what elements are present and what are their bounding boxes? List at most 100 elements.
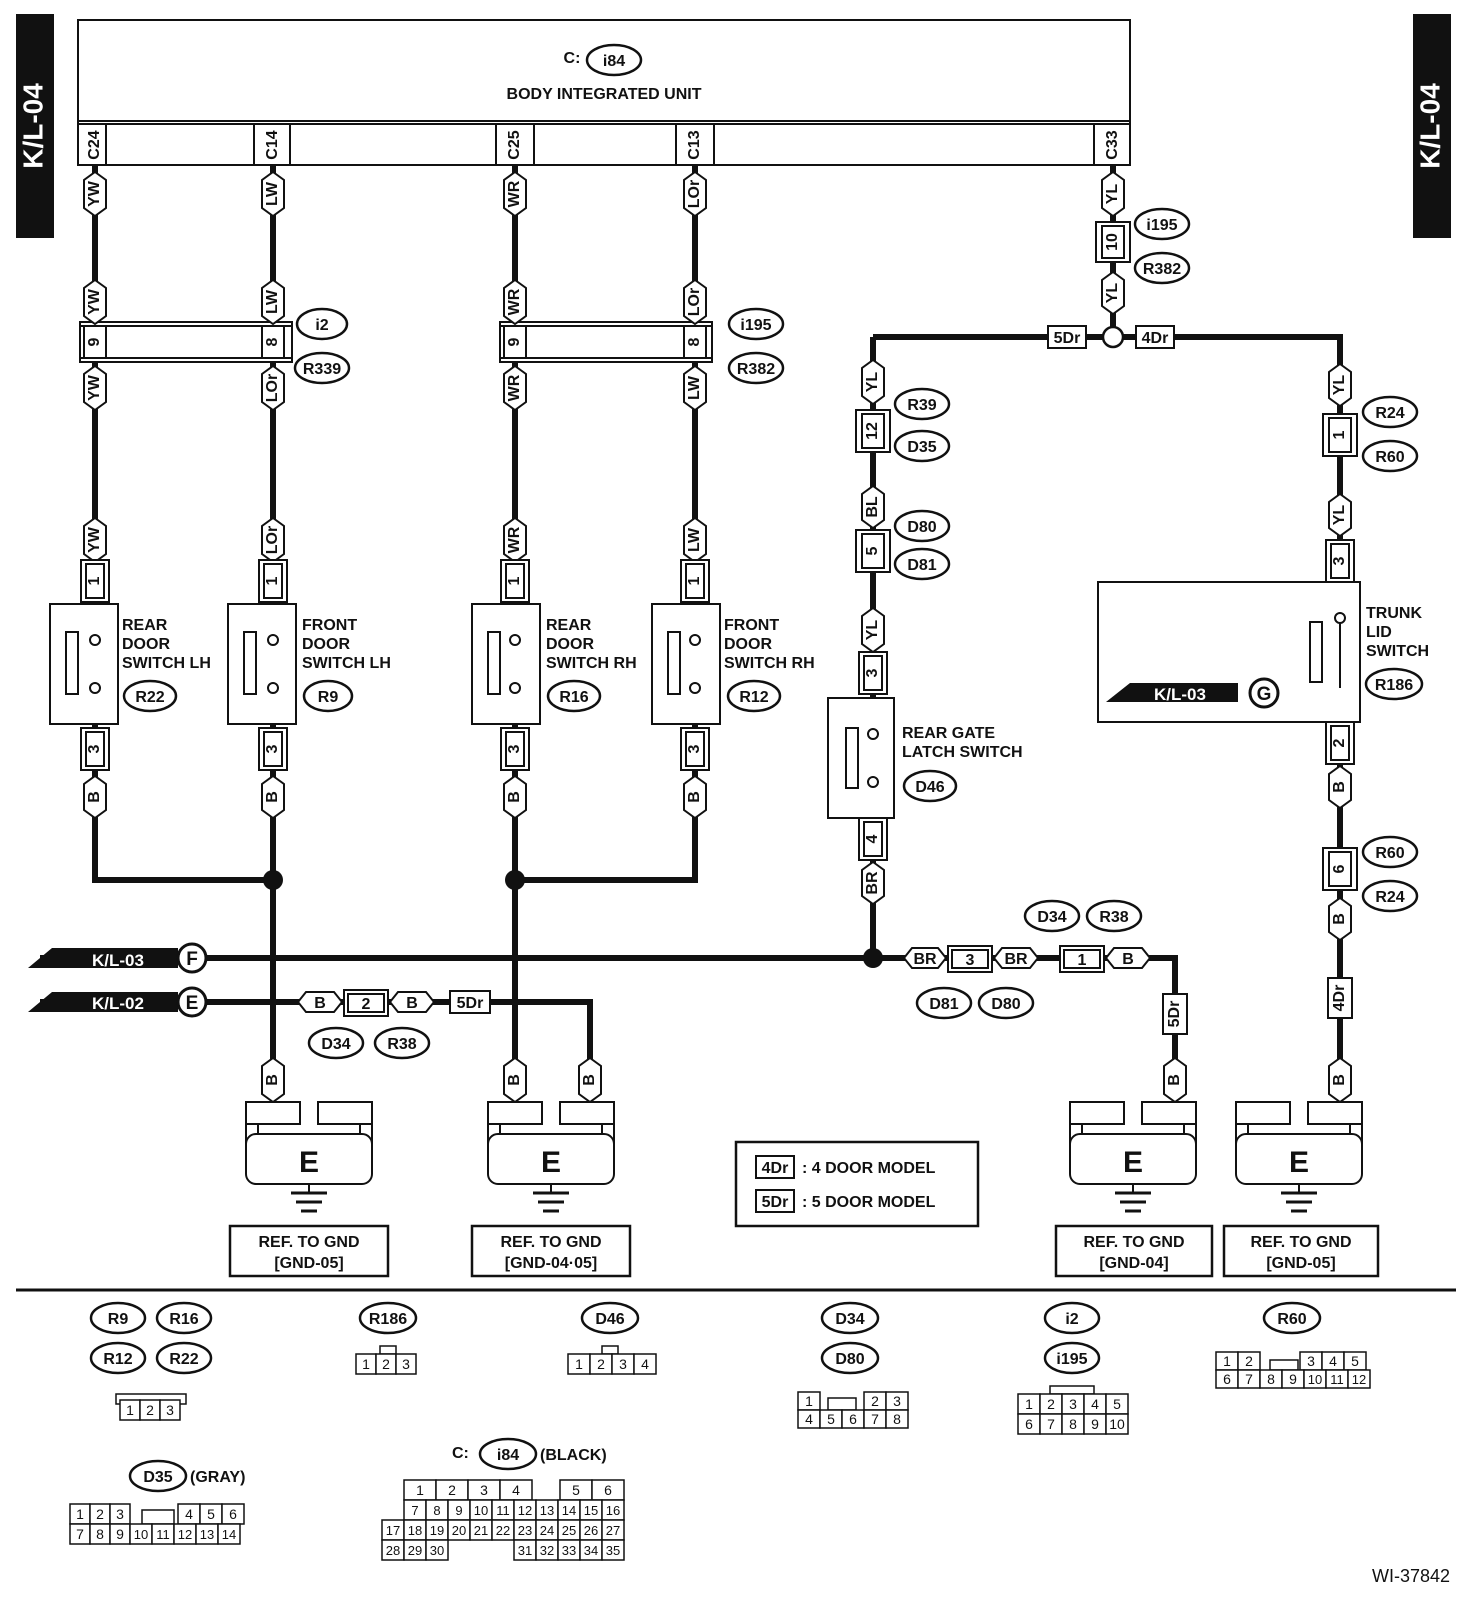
pin-number: 24 (540, 1523, 554, 1538)
connector-id: D34 (835, 1311, 864, 1328)
pin-number: 3 (402, 1356, 410, 1372)
wire-tag: YL (861, 606, 885, 654)
wire-tag: WR (503, 364, 527, 412)
pin-number: 3 (166, 1402, 174, 1418)
pin-number: 10 (474, 1503, 488, 1518)
ground-label: E (1123, 1146, 1143, 1179)
pin-number: 12 (518, 1503, 532, 1518)
wire-label: YL (1331, 505, 1348, 526)
pin-box: 3 (80, 727, 110, 771)
pin-cell (1347, 1369, 1371, 1389)
connector-id: R39 (907, 397, 936, 414)
ref-circle-f: F (186, 949, 198, 970)
side-tag-right-text: K/L-04 (1414, 83, 1445, 169)
unit-connector-id: i84 (603, 53, 625, 70)
wire-tag: B (1163, 1056, 1187, 1104)
ground-4: E REF. TO GND [GND-05] (1222, 1101, 1380, 1278)
pin-number: 3 (480, 1482, 488, 1498)
connector-id: R9 (318, 689, 339, 706)
ground-label: E (1289, 1146, 1309, 1179)
wire-label: B (506, 1074, 523, 1086)
pin-box: 2 (1325, 721, 1355, 765)
wire-label: YW (86, 526, 103, 553)
wire-label: B (686, 791, 703, 803)
inline-connector-d81-d80: 3 D81 D80 (915, 945, 1035, 1020)
switch-front-door-lh: FRONT DOOR SWITCH LH R9 (227, 603, 391, 725)
pin-label: 2 (362, 996, 371, 1013)
pin-label: 3 (506, 744, 523, 753)
pin-number: 1 (416, 1482, 424, 1498)
pin-number: 28 (386, 1543, 400, 1558)
pin-number: 10 (134, 1527, 148, 1542)
pin-number: 5 (827, 1411, 835, 1427)
connector-id: R60 (1277, 1311, 1306, 1328)
wire-label: WR (506, 288, 523, 315)
connector-id: R60 (1375, 449, 1404, 466)
switch-label: DOOR (122, 636, 170, 653)
pin-label: 1 (86, 576, 103, 585)
pin-number: 8 (96, 1526, 104, 1542)
wire-tag: B (1104, 947, 1152, 969)
wire-label: LW (264, 181, 281, 206)
pin-number: 7 (871, 1411, 879, 1427)
side-tag-left: K/L-04 (16, 14, 54, 238)
pin-label: 1 (686, 576, 703, 585)
connector-id: D80 (991, 996, 1020, 1013)
wire-tag: BL (861, 484, 885, 530)
wire-tag: LW (683, 364, 707, 412)
inline-connector-d34-r38-a: 1 D34 R38 (1023, 899, 1143, 973)
connector-id: i2 (1065, 1311, 1078, 1328)
wire-tag: B (83, 774, 107, 820)
wire-label: B (264, 1074, 281, 1086)
wire-label: YW (86, 180, 103, 207)
wire-tag: 5Dr (449, 990, 491, 1014)
inline-connector-r39-d35: 12 R39 D35 (855, 387, 951, 463)
connector-id: R22 (135, 689, 164, 706)
pin-number: 9 (455, 1503, 462, 1518)
wire-tag: YL (1101, 270, 1125, 316)
pin-box: 3 (500, 727, 530, 771)
legend-text: : 4 DOOR MODEL (802, 1160, 936, 1177)
pin-number: 9 (1289, 1371, 1297, 1387)
pin-number: 13 (540, 1503, 554, 1518)
junction-connector-i195-a: 9 8 i195 R382 (499, 307, 785, 385)
wire-label: BR (913, 951, 937, 968)
wire-tag: B (261, 1056, 285, 1104)
pin-label: 3 (966, 952, 975, 969)
connector-id: R186 (369, 1311, 407, 1328)
ground-ref-text: [GND-04] (1099, 1255, 1168, 1272)
pin-cell (379, 1345, 397, 1355)
connector-id: D46 (915, 779, 944, 796)
connector-id: R382 (1143, 261, 1181, 278)
connector-id: R339 (303, 361, 341, 378)
connector-prefix: C: (452, 1445, 469, 1462)
pin-number: 2 (96, 1506, 104, 1522)
side-tag-right: K/L-04 (1413, 14, 1451, 238)
wire-tag: LOr (683, 278, 707, 326)
connector-id: i195 (1146, 217, 1177, 234)
wire-tag: 5Dr (1162, 993, 1188, 1035)
pin-number: 6 (229, 1506, 237, 1522)
connector-id: D34 (1037, 909, 1066, 926)
ground-ref-text: REF. TO GND (258, 1234, 359, 1251)
wire-tag: BR (902, 947, 948, 969)
pin-cell (141, 1509, 175, 1525)
wire-tag: LW (261, 278, 285, 326)
wire-tag: WR (503, 170, 527, 218)
wire-label: B (506, 791, 523, 803)
pin-c25: C25 (506, 130, 523, 159)
pin-number: 26 (584, 1523, 598, 1538)
wire-label: 5Dr (1166, 1001, 1183, 1028)
pin-number: 11 (1330, 1372, 1344, 1387)
wire-label: 5Dr (457, 995, 484, 1012)
pin-label: 3 (264, 744, 281, 753)
switch-label: FRONT (302, 617, 357, 634)
ground-label: E (541, 1146, 561, 1179)
wire-tag: YW (83, 278, 107, 326)
connector-id: i84 (497, 1447, 519, 1464)
pin-box: 3 (258, 727, 288, 771)
